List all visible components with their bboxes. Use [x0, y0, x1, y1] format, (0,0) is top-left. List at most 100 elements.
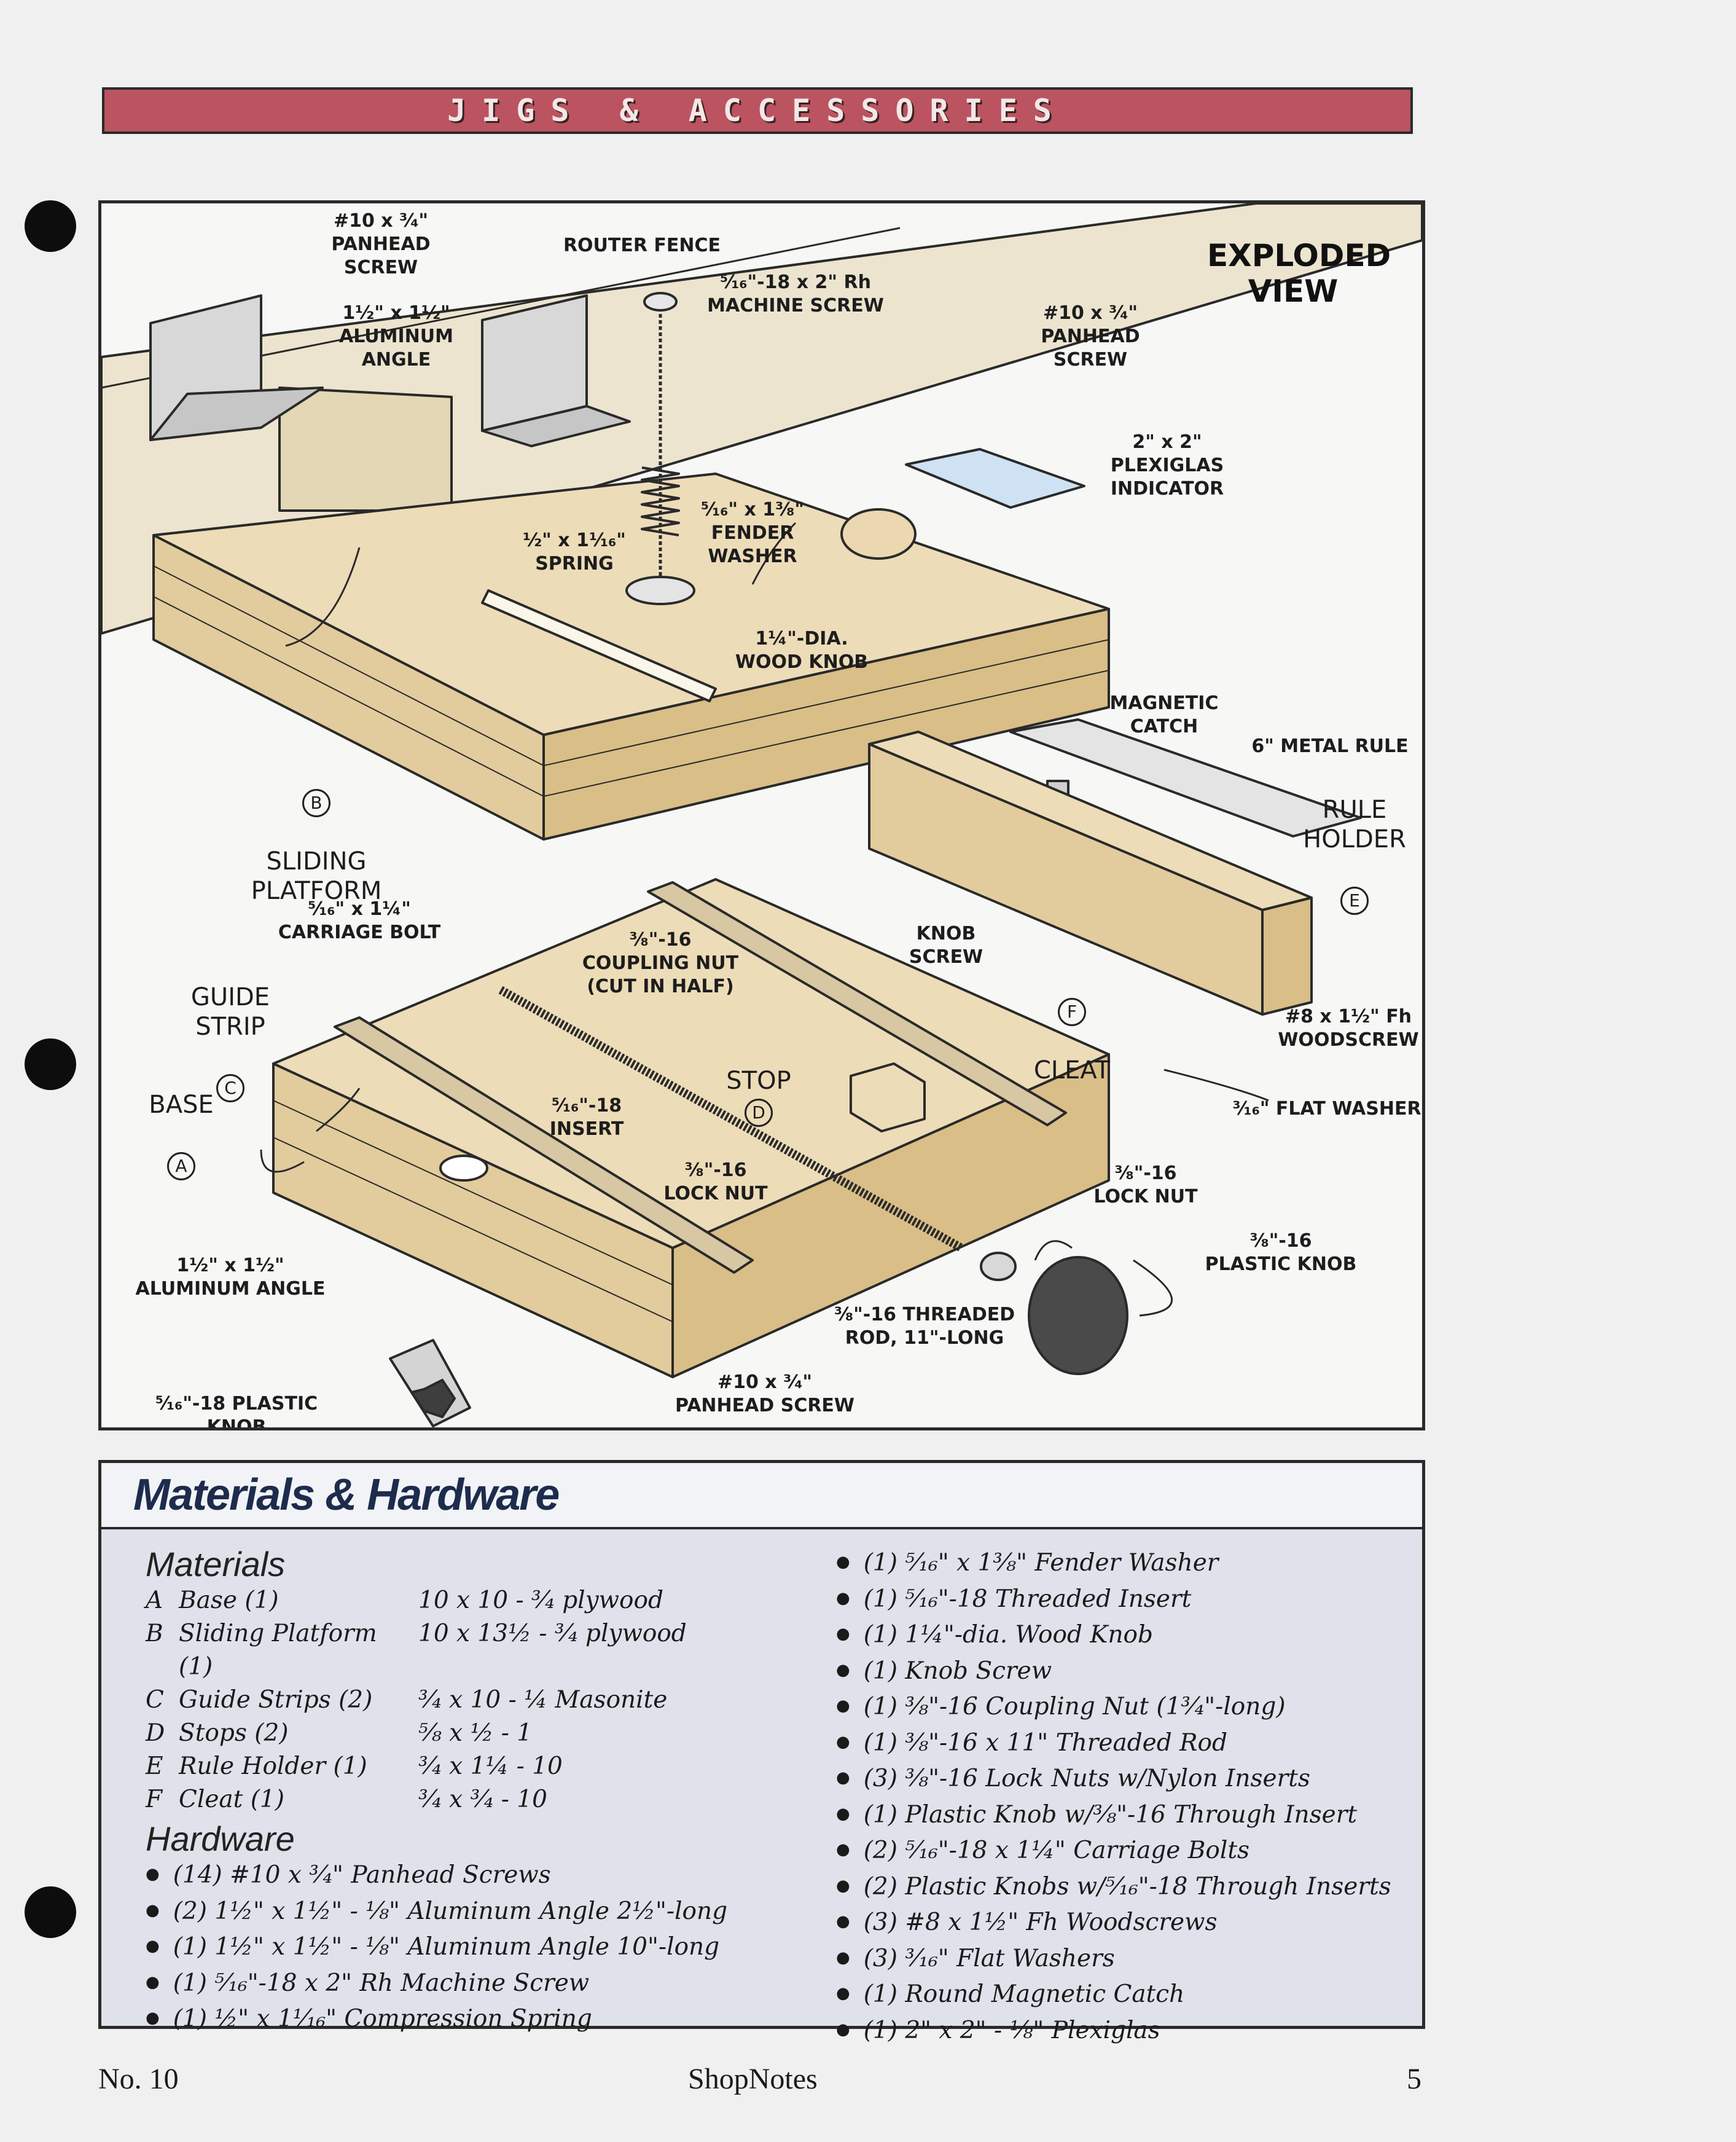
- material-row: C Guide Strips (2) ³⁄₄ x 10 - ¼ Masonite: [146, 1684, 870, 1717]
- hardware-item: (1) Knob Screw: [836, 1655, 1413, 1691]
- label-plexiglas-indicator: 2" x 2" PLEXIGLAS INDICATOR: [1110, 431, 1224, 500]
- hardware-item: (1) 1½" x 1½" - ⅛" Aluminum Angle 10"-lo…: [146, 1931, 870, 1967]
- metal-rule: [1009, 718, 1362, 838]
- label-metal-rule: 6" METAL RULE: [1251, 736, 1409, 757]
- label-router-fence: ROUTER FENCE: [563, 235, 721, 256]
- label-cleat-text: CLEAT: [1033, 1056, 1111, 1085]
- material-spec: 10 x 13½ - ³⁄₄ plywood: [418, 1620, 687, 1647]
- material-spec: 10 x 10 - ³⁄₄ plywood: [418, 1587, 663, 1614]
- hardware-item: (1) 1¼"-dia. Wood Knob: [836, 1618, 1413, 1655]
- base-shape: [272, 878, 1110, 1378]
- material-letter: C: [146, 1686, 164, 1714]
- plastic-knob-left-shape: [410, 1379, 456, 1418]
- material-name: Stops (2): [179, 1719, 289, 1747]
- hardware-item: (1) ⁵⁄₁₆"-18 Threaded Insert: [836, 1583, 1413, 1619]
- part-letter-b: B: [302, 789, 330, 817]
- label-plastic-knob-right: ³⁄₈"-16 PLASTIC KNOB: [1205, 1230, 1357, 1275]
- fender-washer-shape: [625, 576, 695, 605]
- rule-holder-cleat-shape: [868, 731, 1313, 1016]
- threaded-rod-shape: [498, 986, 964, 1252]
- label-lock-nut-center: ³⁄₈"-16 LOCK NUT: [663, 1159, 768, 1204]
- hardware-item: (3) ³⁄₁₆" Flat Washers: [836, 1942, 1413, 1979]
- hardware-list-right: (1) ⁵⁄₁₆" x 1³⁄₈" Fender Washer(1) ⁵⁄₁₆"…: [836, 1547, 1413, 2050]
- hardware-item: (1) ³⁄₈"-16 Coupling Nut (1³⁄₄"-long): [836, 1690, 1413, 1727]
- punch-hole-bottom: [25, 1886, 76, 1938]
- label-lock-nut-right: ³⁄₈"-16 LOCK NUT: [1093, 1163, 1198, 1207]
- label-stop: STOP D: [685, 1037, 832, 1127]
- hardware-heading: Hardware: [146, 1819, 295, 1858]
- part-letter-a: A: [167, 1152, 195, 1180]
- punch-hole-middle: [25, 1038, 76, 1090]
- label-rule-holder: RULE HOLDER E: [1293, 766, 1416, 915]
- hardware-item: (2) ⁵⁄₁₆"-18 x 1¼" Carriage Bolts: [836, 1834, 1413, 1870]
- hardware-item: (1) Plastic Knob w/³⁄₈"-16 Through Inser…: [836, 1799, 1413, 1835]
- materials-heading: Materials: [146, 1545, 286, 1583]
- material-name: Guide Strips (2): [179, 1686, 373, 1714]
- spring-shape: [641, 466, 680, 536]
- label-fender-washer: ⁵⁄₁₆" x 1³⁄₈" FENDER WASHER: [700, 499, 805, 567]
- aluminum-angle-right: [481, 294, 631, 447]
- label-panhead-screw-right: #10 x ³⁄₄" PANHEAD SCREW: [1041, 302, 1140, 371]
- material-letter: A: [146, 1587, 163, 1614]
- material-letter: E: [146, 1752, 163, 1780]
- material-name: Sliding Platform (1): [179, 1620, 377, 1681]
- magazine-name: ShopNotes: [688, 2063, 818, 2095]
- label-flat-washer: ³⁄₁₆" FLAT WASHER: [1232, 1098, 1421, 1120]
- section-header: JIGS & ACCESSORIES: [102, 87, 1413, 134]
- label-coupling-nut: ³⁄₈"-16 COUPLING NUT (CUT IN HALF): [582, 929, 739, 997]
- label-plastic-knob-left: ⁵⁄₁₆"-18 PLASTIC KNOB: [155, 1393, 318, 1430]
- hardware-item: (1) ⁵⁄₁₆"-18 x 2" Rh Machine Screw: [146, 1967, 870, 2003]
- hardware-item: (3) ³⁄₈"-16 Lock Nuts w/Nylon Inserts: [836, 1762, 1413, 1799]
- label-woodscrew: #8 x 1½" Fh WOODSCREW: [1278, 1006, 1419, 1051]
- label-machine-screw: ⁵⁄₁₆"-18 x 2" Rh MACHINE SCREW: [707, 272, 884, 316]
- section-title: JIGS & ACCESSORIES: [447, 93, 1068, 128]
- hardware-item: (14) #10 x ³⁄₄" Panhead Screws: [146, 1859, 870, 1895]
- page-number: 5: [1407, 2063, 1421, 2095]
- hardware-item: (1) ⁵⁄₁₆" x 1³⁄₈" Fender Washer: [836, 1547, 1413, 1583]
- label-base-text: BASE: [149, 1091, 214, 1119]
- label-guide-strip: GUIDE STRIP C: [169, 953, 292, 1102]
- part-letter-d: D: [745, 1099, 773, 1127]
- material-spec: ³⁄₄ x 1¼ - 10: [418, 1752, 563, 1780]
- label-base: BASE A: [132, 1061, 230, 1180]
- label-panhead-screw-left: #10 x ³⁄₄" PANHEAD SCREW: [331, 210, 431, 278]
- label-carriage-bolt: ⁵⁄₁₆" x 1¼" CARRIAGE BOLT: [278, 898, 441, 943]
- guide-strip-left-shape: [334, 1016, 754, 1274]
- issue-number: No. 10: [98, 2063, 179, 2095]
- label-panhead-screw-bottom: #10 x ³⁄₄" PANHEAD SCREW: [674, 1371, 855, 1416]
- guide-strip-right-shape: [647, 881, 1067, 1126]
- label-sliding-platform: B SLIDING PLATFORM: [237, 756, 396, 906]
- material-letter: D: [146, 1719, 165, 1747]
- label-sliding-platform-text: SLIDING PLATFORM: [251, 847, 382, 905]
- material-letter: B: [146, 1620, 163, 1647]
- punch-hole-top: [25, 200, 76, 252]
- plastic-knob-right-shape: [1028, 1256, 1128, 1375]
- hardware-list-left: (14) #10 x ³⁄₄" Panhead Screws(2) 1½" x …: [146, 1859, 870, 2039]
- label-spring: ½" x 1¹⁄₁₆" SPRING: [523, 530, 626, 575]
- label-stop-text: STOP: [726, 1067, 791, 1095]
- plexiglas-indicator-shape: [905, 448, 1085, 509]
- wood-knob-shape: [840, 508, 917, 560]
- label-guide-strip-text: GUIDE STRIP: [190, 983, 270, 1041]
- hardware-item: (1) ½" x 1¹⁄₁₆" Compression Spring: [146, 2003, 870, 2039]
- label-wood-knob: 1¼"-DIA. WOOD KNOB: [735, 628, 869, 673]
- material-spec: ³⁄₄ x ³⁄₄ - 10: [418, 1786, 547, 1813]
- material-row: B Sliding Platform (1) 10 x 13½ - ³⁄₄ plyw…: [146, 1617, 870, 1684]
- exploded-view-drawing: [101, 203, 1422, 1427]
- label-rule-holder-text: RULE HOLDER: [1303, 796, 1406, 853]
- label-knob-screw: KNOB SCREW: [909, 923, 983, 968]
- material-spec: ⁵⁄₈ x ½ - 1: [418, 1719, 533, 1747]
- materials-hardware-title: Materials & Hardware: [133, 1470, 560, 1520]
- material-spec: ³⁄₄ x 10 - ¼ Masonite: [418, 1686, 668, 1714]
- right-column: (1) ⁵⁄₁₆" x 1³⁄₈" Fender Washer(1) ⁵⁄₁₆"…: [836, 1547, 1413, 2050]
- part-letter-e: E: [1340, 887, 1369, 915]
- hardware-item: (1) Round Magnetic Catch: [836, 1978, 1413, 2014]
- hardware-item: (2) 1½" x 1½" - ⅛" Aluminum Angle 2½"-lo…: [146, 1895, 870, 1931]
- hardware-item: (2) Plastic Knobs w/⁵⁄₁₆"-18 Through Ins…: [836, 1870, 1413, 1907]
- materials-hardware-header: Materials & Hardware: [101, 1463, 1422, 1529]
